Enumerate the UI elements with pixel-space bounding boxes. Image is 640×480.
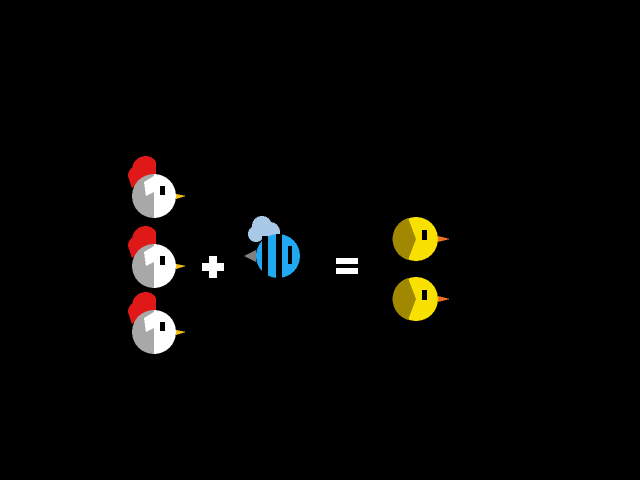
chick-icon [392, 214, 454, 264]
hen-icon [120, 152, 190, 222]
hen-icon [120, 288, 190, 358]
plus-icon [200, 254, 226, 280]
chick-icon [392, 274, 454, 324]
bee-icon [242, 212, 306, 284]
hen-icon [120, 222, 190, 292]
equals-icon [334, 256, 360, 278]
